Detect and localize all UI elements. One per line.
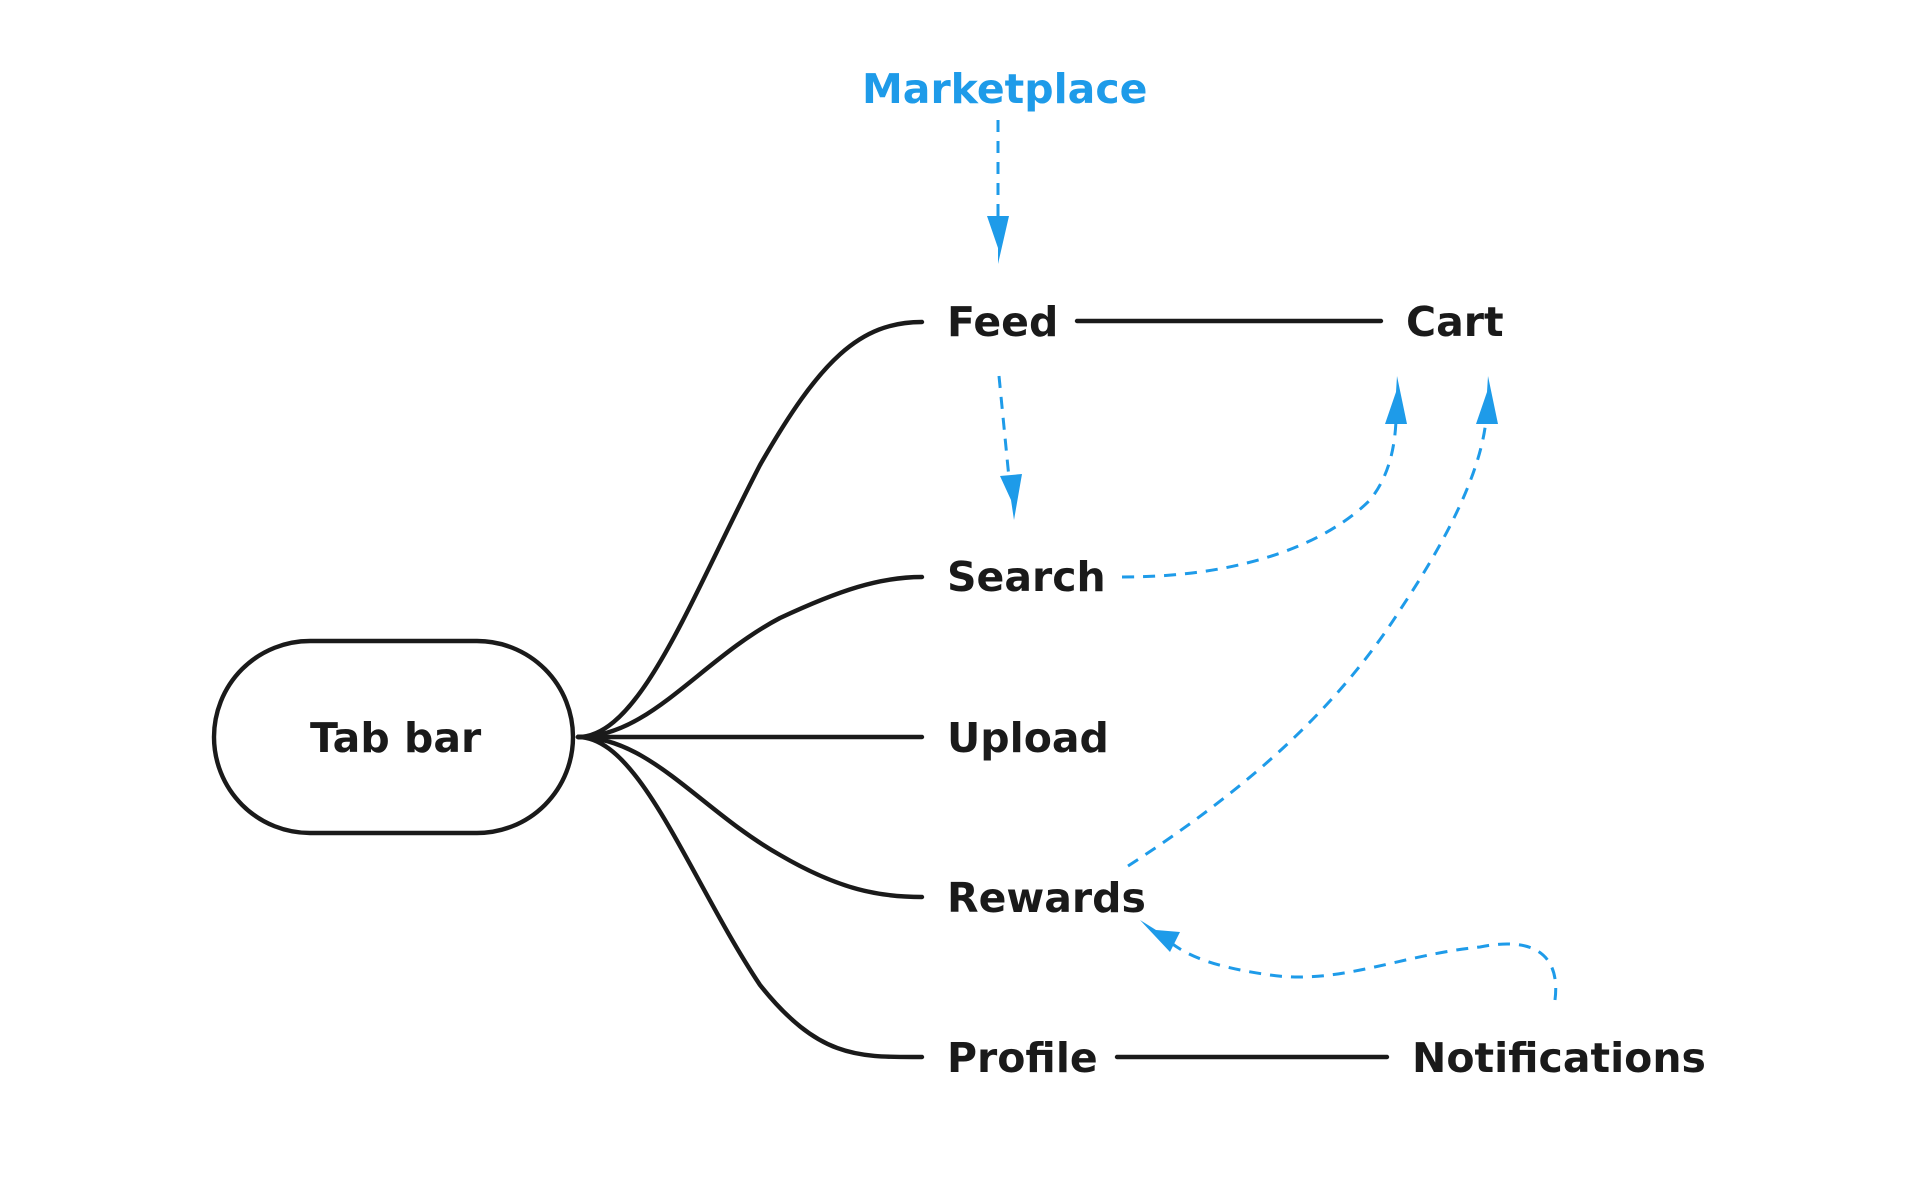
node-tab-bar: Tab bar	[310, 714, 482, 762]
arrowhead-rewards-icon	[1140, 920, 1180, 952]
edge-tabbar-search	[575, 574, 925, 740]
edge-tabbar-rewards	[575, 734, 925, 900]
edge-tabbar-profile	[575, 734, 925, 1060]
node-cart: Cart	[1406, 298, 1504, 346]
node-profile: Profile	[947, 1034, 1098, 1082]
node-upload: Upload	[947, 714, 1109, 762]
node-feed: Feed	[947, 298, 1058, 346]
node-search: Search	[947, 553, 1106, 601]
arrowhead-search-icon	[1000, 474, 1022, 520]
node-notifications: Notifications	[1412, 1034, 1706, 1082]
node-rewards: Rewards	[947, 874, 1146, 922]
tab-bar-node	[211, 638, 576, 836]
node-marketplace: Marketplace	[862, 65, 1147, 113]
dashed-edge-search-cart	[1121, 419, 1398, 579]
arrowhead-cart-right-icon	[1476, 376, 1498, 424]
arrowhead-cart-left-icon	[1385, 376, 1407, 424]
dashed-edge-rewards-cart	[1127, 419, 1488, 868]
arrowhead-feed-icon	[987, 216, 1009, 264]
dashed-edge-notifications-rewards	[1169, 940, 1558, 1001]
edge-tabbar-feed	[575, 319, 925, 740]
dashed-edge-feed-search	[997, 375, 1011, 479]
